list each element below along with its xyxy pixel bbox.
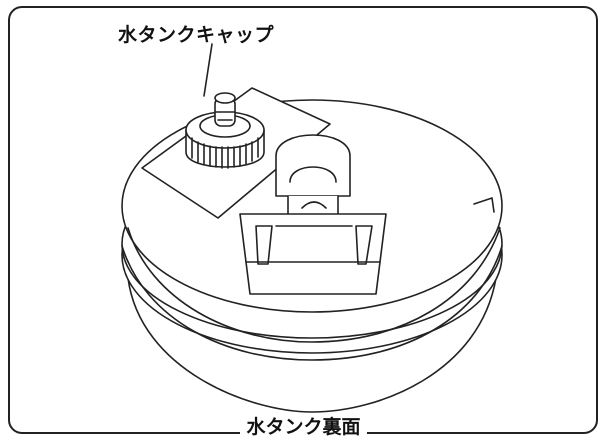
figure-caption: 水タンク裏面 [0,412,607,439]
water-tank-cap [185,92,265,169]
water-tank-cap-label: 水タンクキャップ [118,24,275,46]
figure-caption-text: 水タンク裏面 [240,416,367,438]
callout-line [203,43,213,97]
float-holder [239,134,387,295]
